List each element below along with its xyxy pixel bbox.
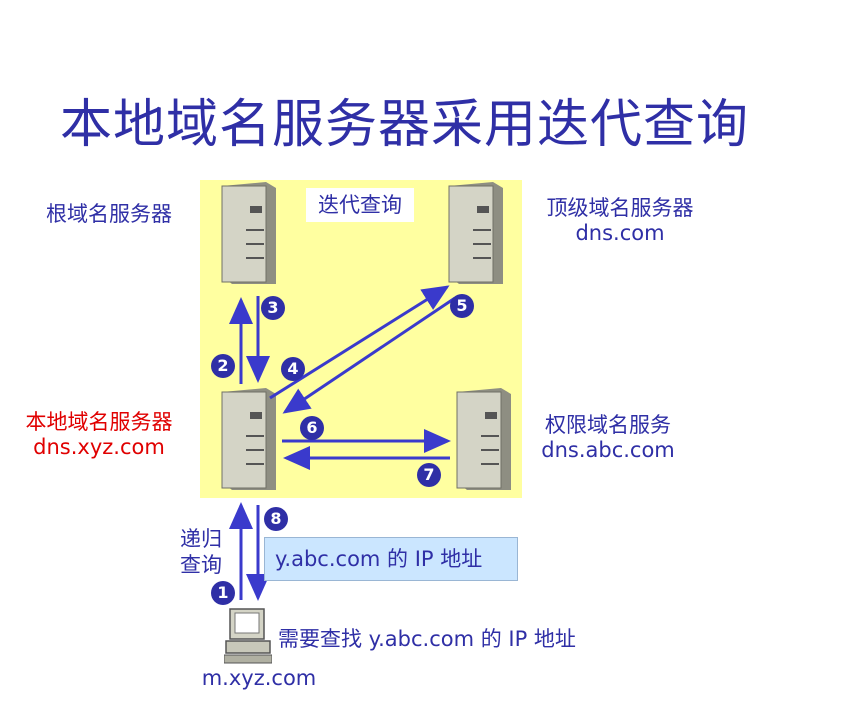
step-7-badge: 7 [417,463,441,487]
step-2-badge: 2 [211,354,235,378]
step-1-badge: 1 [211,581,235,605]
arrow-step-5 [282,296,456,414]
local-server-icon [221,388,276,490]
recursive-query-label-line1: 递归 [180,527,222,551]
recursive-query-label-line2: 查询 [180,553,222,577]
authoritative-server-icon [456,388,511,490]
tld-server-label: 顶级域名服务器 [546,196,694,220]
local-server-label: 本地域名服务器 [25,410,173,434]
client-computer-icon [224,608,272,664]
client-host-label: m.xyz.com [201,666,317,690]
step-8-badge: 8 [264,507,288,531]
page-title: 本地域名服务器采用迭代查询 [60,95,750,155]
authoritative-server-host: dns.abc.com [541,438,675,462]
step-4-badge: 4 [281,357,305,381]
root-server-icon [221,182,276,284]
authoritative-server-label: 权限域名服务 [545,413,671,437]
iteration-label: 迭代查询 [306,188,414,222]
client-request-text: 需要查找 y.abc.com 的 IP 地址 [278,627,576,651]
arrow-step-4 [269,285,450,400]
ip-answer-box: y.abc.com 的 IP 地址 [264,537,518,581]
step-6-badge: 6 [300,416,324,440]
local-server-host: dns.xyz.com [33,435,165,459]
step-3-badge: 3 [261,296,285,320]
root-server-label: 根域名服务器 [46,202,172,226]
step-5-badge: 5 [450,294,474,318]
tld-server-icon [448,182,503,284]
tld-server-host: dns.com [575,221,665,245]
